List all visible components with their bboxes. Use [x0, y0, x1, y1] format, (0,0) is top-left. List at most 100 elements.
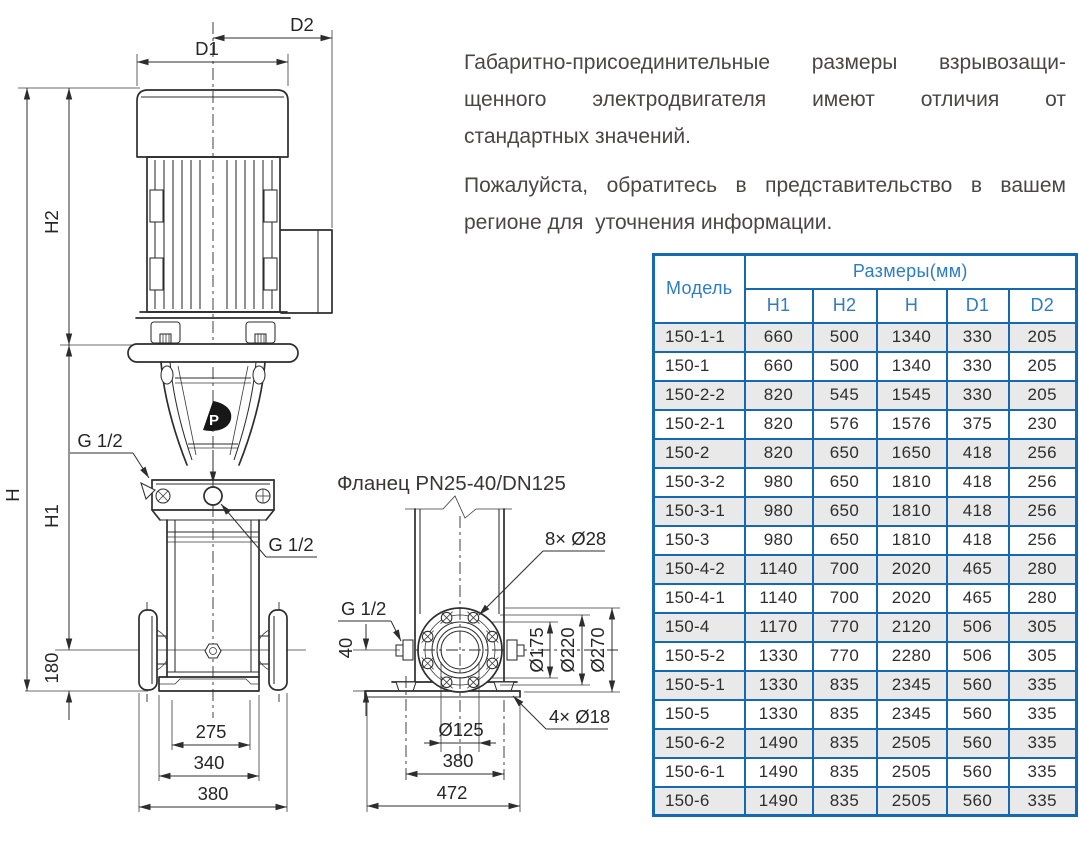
value-cell: 650: [811, 495, 878, 527]
value-cell: 2345: [875, 669, 948, 701]
value-cell: 335: [1007, 756, 1078, 788]
value-cell: 1140: [743, 553, 814, 585]
dim-label-d2: D2: [290, 14, 314, 35]
dim-label-flange-380: 380: [443, 750, 474, 771]
value-cell: 2505: [875, 756, 948, 788]
value-cell: 2020: [875, 553, 948, 585]
value-cell: 305: [1007, 611, 1078, 643]
value-cell: 335: [1007, 727, 1078, 759]
value-cell: 835: [811, 698, 878, 730]
value-cell: 335: [1007, 669, 1078, 701]
motor-ribs: [154, 160, 273, 309]
value-cell: 330: [945, 350, 1010, 382]
value-cell: 1576: [875, 408, 948, 440]
value-cell: 820: [743, 379, 814, 411]
value-cell: 560: [945, 756, 1010, 788]
value-cell: 2280: [875, 640, 948, 672]
value-cell: 1810: [875, 495, 948, 527]
value-cell: 465: [945, 582, 1010, 614]
value-cell: 1170: [743, 611, 814, 643]
value-cell: 1340: [875, 350, 948, 382]
model-cell: 150-5-2: [652, 640, 746, 672]
value-cell: 465: [945, 553, 1010, 585]
value-cell: 2120: [875, 611, 948, 643]
value-cell: 660: [743, 321, 814, 353]
value-cell: 1330: [743, 669, 814, 701]
value-cell: 330: [945, 379, 1010, 411]
dim-label-d220: Ø220: [557, 627, 578, 672]
value-cell: 820: [743, 437, 814, 469]
value-cell: 770: [811, 611, 878, 643]
model-cell: 150-3-1: [652, 495, 746, 527]
pump-front-view: D2 D1 H H2 H1 180: [2, 14, 333, 812]
value-cell: 335: [1007, 698, 1078, 730]
value-cell: 1330: [743, 698, 814, 730]
value-cell: 205: [1007, 350, 1078, 382]
value-cell: 280: [1007, 582, 1078, 614]
value-cell: 560: [945, 785, 1010, 817]
model-cell: 150-2-1: [652, 408, 746, 440]
value-cell: 700: [811, 553, 878, 585]
value-cell: 2020: [875, 582, 948, 614]
value-cell: 506: [945, 640, 1010, 672]
callout-bolt-holes: 8× Ø28: [545, 528, 606, 549]
table-subheader-h1: H1: [743, 287, 814, 324]
value-cell: 820: [743, 408, 814, 440]
dim-label-d175: Ø175: [526, 627, 547, 672]
value-cell: 1810: [875, 524, 948, 556]
value-cell: 205: [1007, 321, 1078, 353]
value-cell: 1810: [875, 466, 948, 498]
brand-logo: P: [203, 401, 232, 431]
value-cell: 835: [811, 756, 878, 788]
value-cell: 500: [811, 350, 878, 382]
value-cell: 506: [945, 611, 1010, 643]
dim-label-d125: Ø125: [438, 719, 483, 740]
right-pipe-flange: [268, 609, 288, 691]
value-cell: 230: [1007, 408, 1078, 440]
pump-dimension-drawing: D2 D1 H H2 H1 180: [2, 14, 620, 812]
dim-label-h2: H2: [41, 210, 62, 234]
value-cell: 1490: [743, 756, 814, 788]
port-label-g12-flange: G 1/2: [341, 598, 386, 619]
value-cell: 545: [811, 379, 878, 411]
model-cell: 150-6: [652, 785, 746, 817]
value-cell: 375: [945, 408, 1010, 440]
value-cell: 280: [1007, 553, 1078, 585]
port-label-g12-lower: G 1/2: [268, 534, 313, 555]
model-cell: 150-2-2: [652, 379, 746, 411]
value-cell: 1340: [875, 321, 948, 353]
port-label-g12-upper: G 1/2: [77, 430, 122, 451]
model-cell: 150-1: [652, 350, 746, 382]
value-cell: 1490: [743, 727, 814, 759]
value-cell: 2505: [875, 785, 948, 817]
dim-label-h1: H1: [41, 504, 62, 528]
model-cell: 150-5: [652, 698, 746, 730]
value-cell: 700: [811, 582, 878, 614]
dim-label-h: H: [2, 488, 23, 501]
model-cell: 150-6-1: [652, 756, 746, 788]
dim-label-380: 380: [198, 783, 229, 804]
table-subheader-h: H: [875, 287, 948, 324]
dim-label-472: 472: [437, 782, 468, 803]
intro-p1-line2: щенного электродвигателя имеют отличия о…: [464, 88, 1066, 111]
value-cell: 1140: [743, 582, 814, 614]
table-subheader-h2: H2: [811, 287, 878, 324]
model-cell: 150-4-2: [652, 553, 746, 585]
value-cell: 560: [945, 727, 1010, 759]
value-cell: 418: [945, 524, 1010, 556]
value-cell: 1650: [875, 437, 948, 469]
